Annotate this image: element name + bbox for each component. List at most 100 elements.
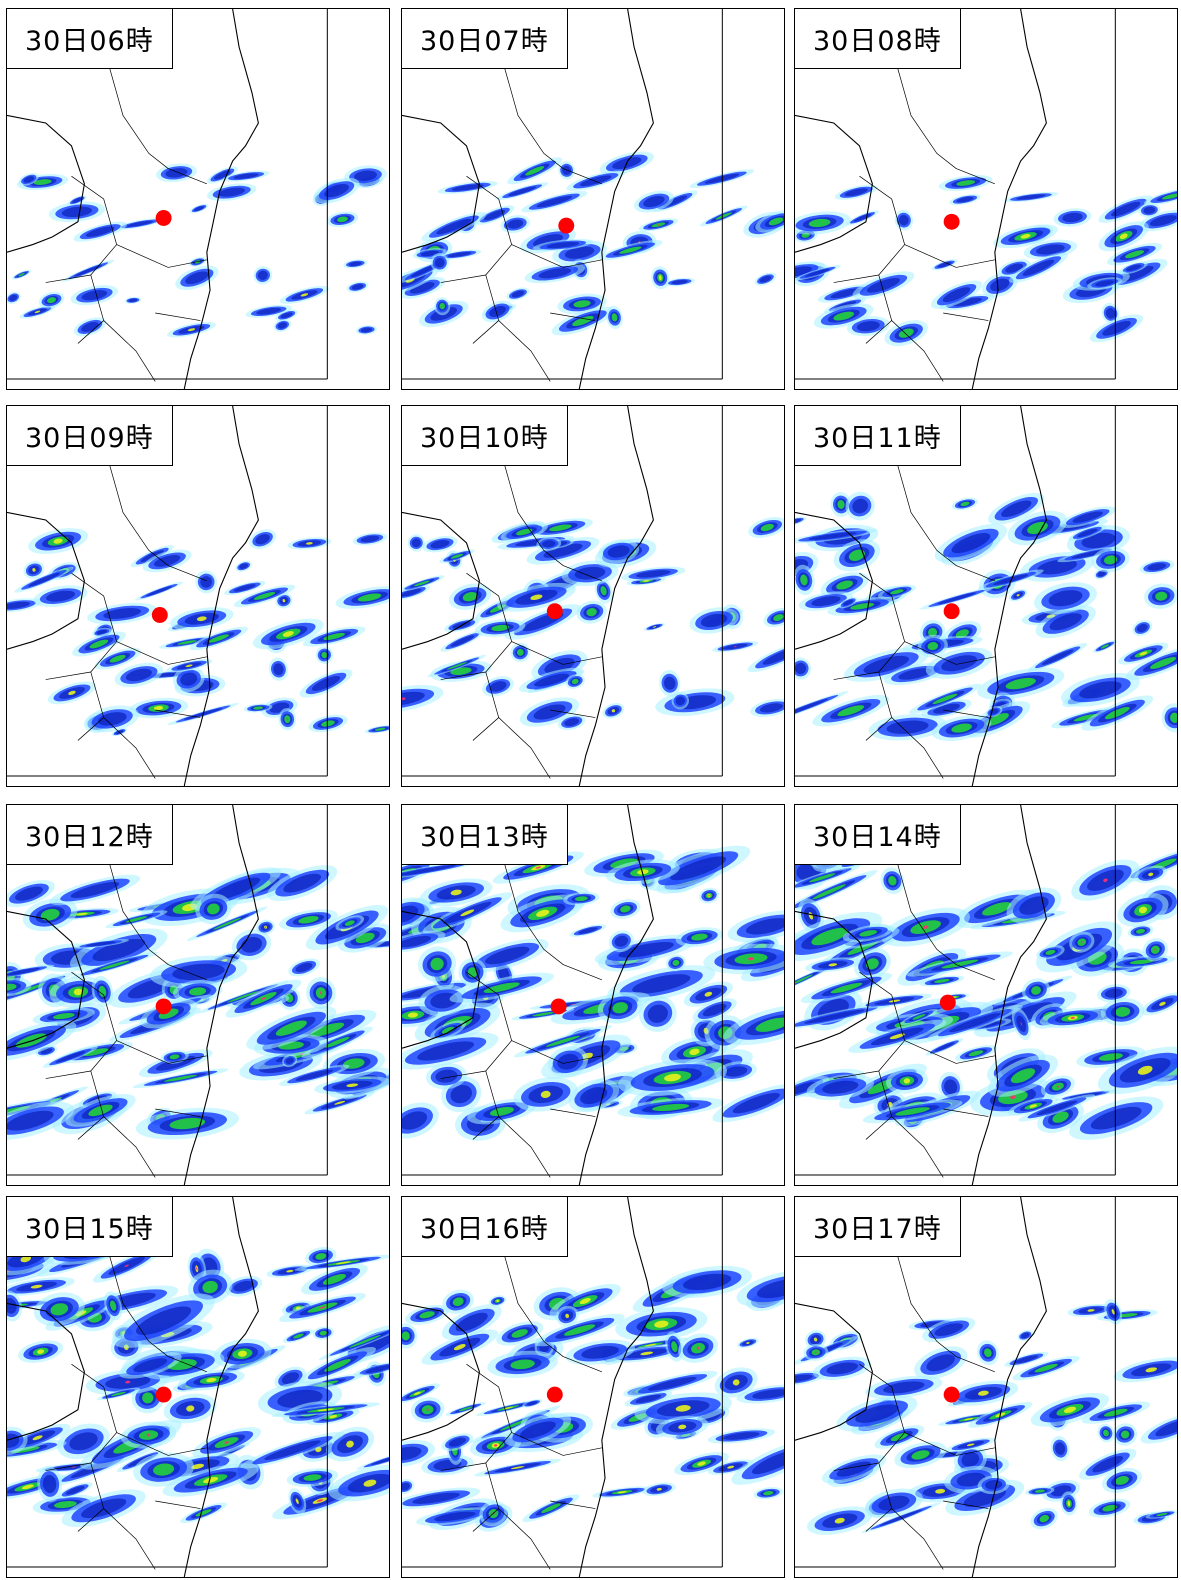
rain-echo [990,278,1010,292]
rain-echo [702,1003,727,1017]
rain-echo [697,1461,706,1466]
panel-time-label: 30日16時 [402,1197,568,1257]
map-boundary [550,709,596,718]
rain-echo [319,1330,328,1336]
map-boundary [183,406,259,786]
rain-echo [81,290,108,301]
radar-map [7,805,389,1185]
rain-echo [1150,657,1177,669]
location-marker [155,210,172,226]
rain-echo [544,657,575,674]
map-boundary [943,709,989,718]
rain-echo [1143,206,1156,214]
map-boundary [472,320,499,344]
rain-echo [1052,1111,1069,1123]
rain-echo [535,866,542,869]
radar-panel: 30日17時 [794,1196,1178,1578]
map-boundary [904,641,995,665]
rain-echo [233,173,259,179]
rain-echo [822,1080,859,1094]
rain-echo [533,234,564,248]
rain-echo [944,1079,958,1095]
rain-echo [1129,959,1154,965]
rain-echo [1154,948,1157,951]
rain-echo [1155,591,1168,601]
map-boundary [865,1116,892,1140]
rain-echo [978,1390,989,1396]
rain-echo [664,1073,681,1082]
rain-echo [866,277,901,293]
map-boundary [943,1500,989,1509]
rain-echo [1036,1100,1078,1116]
map-boundary [550,312,596,321]
panel-time-label: 30日11時 [795,406,961,466]
rain-echo [538,268,572,279]
map-boundary [116,1432,207,1456]
rain-echo [1037,559,1078,575]
rain-echo [346,1440,354,1448]
rain-echo [579,175,612,187]
rain-echo [402,864,457,876]
rain-echo [808,873,836,883]
rain-echo [671,1341,678,1353]
location-marker [546,1386,563,1403]
map-boundary [865,717,892,741]
rain-echo [452,1297,464,1307]
rain-echo [402,697,406,701]
rain-echo [928,627,938,637]
rain-echo [1147,563,1167,571]
rain-echo [321,720,335,727]
rain-echo [283,873,322,893]
map-boundary [971,805,1047,1185]
rain-echo [208,634,229,643]
rain-echo [133,1358,168,1373]
rain-echo [795,266,812,277]
map-boundary [971,406,1047,786]
rain-echo [579,1298,591,1305]
rain-echo [795,662,807,675]
rain-echo [172,963,225,981]
rain-echo [317,1408,335,1412]
rain-echo [434,257,445,268]
location-marker [155,1386,172,1403]
rain-echo [563,1324,596,1336]
rain-echo [196,616,207,622]
rain-echo [934,1323,963,1337]
rain-echo [128,298,138,303]
rain-echo [888,999,901,1003]
rain-echo [92,938,145,962]
rain-echo [195,1509,212,1517]
rain-echo [357,593,382,602]
map-boundary [7,1302,85,1441]
rain-echo [546,241,580,249]
rain-echo [402,1331,410,1341]
rain-echo [298,916,319,924]
map-boundary [440,1462,486,1471]
map-boundary [7,114,85,253]
map-boundary [578,9,654,389]
rain-echo [859,930,878,937]
rain-echo [751,1450,784,1475]
rain-echo [239,563,249,570]
rain-echo [519,1421,556,1439]
rain-echo [453,1344,466,1351]
rain-echo [1111,1309,1115,1315]
rain-echo [189,987,207,996]
rain-echo [1021,1332,1030,1339]
rain-echo [808,532,857,540]
map-boundary [466,1363,551,1570]
rain-echo [53,1013,75,1020]
rain-echo [678,1424,687,1430]
rain-echo [430,992,458,1009]
rain-echo [571,678,579,685]
rain-echo [889,1033,905,1040]
rain-echo [33,179,52,185]
map-boundary [472,1116,499,1140]
rain-echo [15,886,43,901]
rain-echo [194,206,205,211]
rain-echo [541,1503,561,1513]
rain-echo [42,1474,57,1494]
rain-echo [715,212,732,220]
rain-echo [1056,1085,1060,1088]
